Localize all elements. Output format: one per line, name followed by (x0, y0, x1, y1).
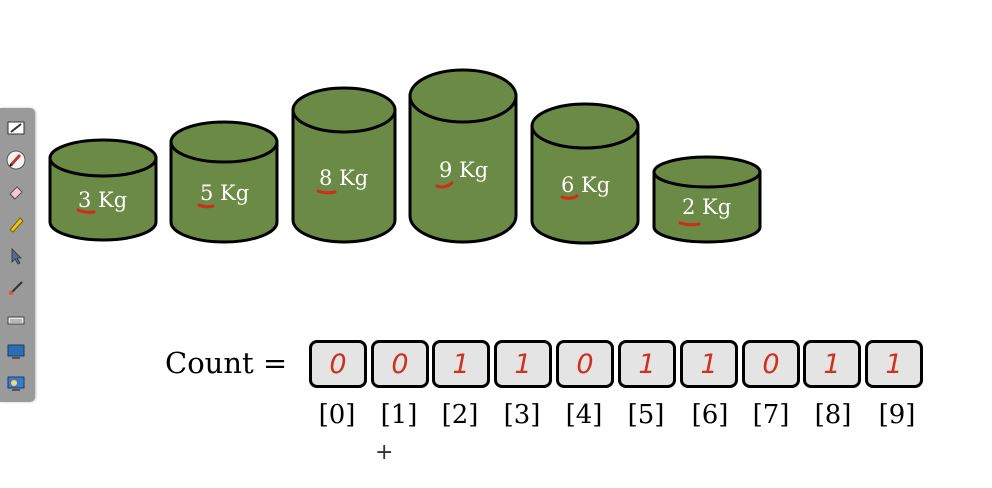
count-cell-0: 0 (309, 340, 367, 388)
weight-cylinder-3 (408, 68, 518, 244)
cylinder-top-4 (530, 102, 640, 150)
count-cell-1: 0 (371, 340, 429, 388)
cylinder-body-1 (169, 140, 279, 244)
weight-underline-1 (197, 203, 215, 209)
weight-cylinder-5 (652, 155, 762, 244)
count-cell-6: 1 (680, 340, 738, 388)
plus-annotation: + (375, 440, 394, 465)
pen-active-icon (6, 150, 26, 170)
weight-label-3: 9 Kg (439, 158, 489, 182)
weight-label-0: 3 Kg (78, 188, 128, 212)
weight-cylinder-1 (169, 120, 279, 244)
laser-pointer-icon (9, 281, 23, 295)
keyboard-tool[interactable] (4, 308, 28, 332)
highlighter-tool[interactable] (4, 212, 28, 236)
count-index-2: [2] (441, 400, 479, 430)
keyboard-icon (7, 316, 25, 325)
cylinder-body-4 (530, 124, 640, 245)
count-cell-9: 1 (865, 340, 923, 388)
weight-label-2: 8 Kg (319, 166, 369, 190)
screen-share-icon (7, 376, 25, 391)
cylinder-top-0 (48, 138, 158, 178)
count-cell-2: 1 (432, 340, 490, 388)
screen-share-tool[interactable] (4, 372, 28, 396)
whiteboard-pen-icon (7, 121, 25, 135)
count-cell-3: 1 (494, 340, 552, 388)
count-cell-7: 0 (742, 340, 800, 388)
laser-pointer-tool[interactable] (4, 276, 28, 300)
weight-underline-3 (435, 181, 454, 189)
cylinder-body-0 (48, 156, 158, 242)
count-index-9: [9] (878, 400, 916, 430)
count-cell-8: 1 (803, 340, 861, 388)
whiteboard-pen-tool[interactable] (4, 116, 28, 140)
count-index-5: [5] (627, 400, 665, 430)
count-cell-4: 0 (556, 340, 614, 388)
eraser-tool[interactable] (4, 180, 28, 204)
highlighter-icon (9, 217, 24, 233)
weight-label-1: 5 Kg (200, 181, 250, 205)
cylinder-top-3 (408, 68, 518, 124)
weight-label-5: 2 Kg (682, 195, 732, 219)
count-index-8: [8] (814, 400, 852, 430)
cylinder-top-2 (291, 86, 397, 134)
cylinder-top-1 (169, 120, 279, 164)
weight-cylinder-4 (530, 102, 640, 245)
count-index-7: [7] (752, 400, 790, 430)
cylinder-body-3 (408, 94, 518, 244)
weight-underline-2 (316, 189, 337, 195)
count-index-6: [6] (691, 400, 729, 430)
weight-label-4: 6 Kg (561, 173, 611, 197)
eraser-icon (9, 186, 23, 200)
weight-underline-4 (560, 194, 579, 200)
select-tool[interactable] (4, 244, 28, 268)
count-index-4: [4] (565, 400, 603, 430)
count-label: Count = (165, 346, 288, 380)
cylinder-body-2 (291, 108, 397, 244)
cylinder-top-5 (652, 155, 762, 189)
weight-underline-5 (678, 221, 701, 227)
screen-capture-tool[interactable] (4, 340, 28, 364)
select-arrow-icon (11, 248, 22, 265)
pen-tool[interactable] (4, 148, 28, 172)
weight-cylinder-0 (48, 138, 158, 242)
count-cell-5: 1 (618, 340, 676, 388)
screen-capture-icon (7, 344, 25, 359)
weight-underline-0 (76, 208, 96, 214)
count-index-1: [1] (380, 400, 418, 430)
annotation-toolbar (0, 108, 35, 402)
weight-cylinder-2 (291, 86, 397, 244)
count-index-3: [3] (503, 400, 541, 430)
count-index-0: [0] (318, 400, 356, 430)
